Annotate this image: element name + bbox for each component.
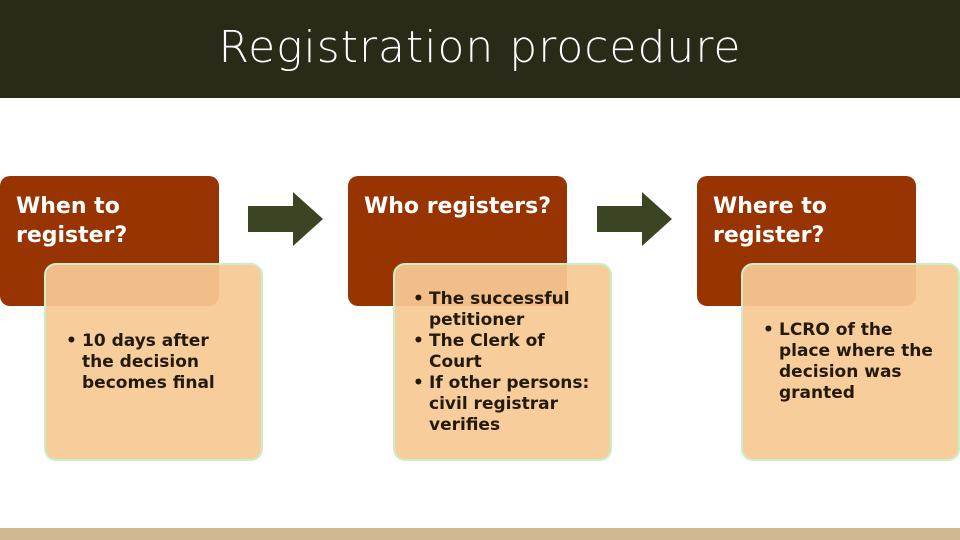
title-bar: Registration procedure [0,0,960,98]
step-who-list: The successful petitioner The Clerk of C… [407,289,602,436]
step-who-body: The successful petitioner The Clerk of C… [393,263,612,461]
step-when-body: 10 days after the decision becomes final [44,263,263,461]
step-who-item: If other persons: civil registrar verifi… [407,373,602,436]
step-where-list: LCRO of the place where the decision was… [757,320,946,404]
step-when-item: 10 days after the decision becomes final [60,331,241,394]
footer-bar [0,528,960,540]
step-who-item: The successful petitioner [407,289,602,331]
arrow-right-icon [597,192,672,246]
arrow-right-icon [248,192,323,246]
step-when-list: 10 days after the decision becomes final [60,331,241,394]
step-where-item: LCRO of the place where the decision was… [757,320,946,404]
step-where-body: LCRO of the place where the decision was… [741,263,960,461]
slide-title: Registration procedure [218,22,742,73]
step-who-item: The Clerk of Court [407,331,602,373]
